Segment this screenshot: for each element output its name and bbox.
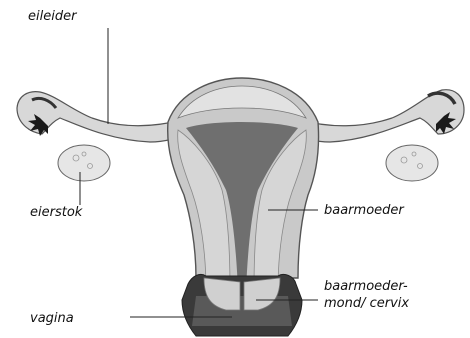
vagina — [182, 274, 302, 336]
label-cervix-line1: baarmoeder- — [324, 279, 408, 294]
label-cervix-line2: mond/ cervix — [324, 296, 409, 311]
left-ovary — [58, 145, 110, 181]
left-fallopian-tube — [17, 92, 186, 142]
uterus — [168, 78, 319, 290]
label-ovary: eierstok — [30, 205, 83, 220]
right-fallopian-tube — [294, 90, 464, 142]
right-ovary — [386, 145, 438, 181]
label-fallopian-tube: eileider — [28, 9, 78, 24]
label-uterus: baarmoeder — [324, 203, 405, 218]
label-vagina: vagina — [30, 311, 74, 326]
